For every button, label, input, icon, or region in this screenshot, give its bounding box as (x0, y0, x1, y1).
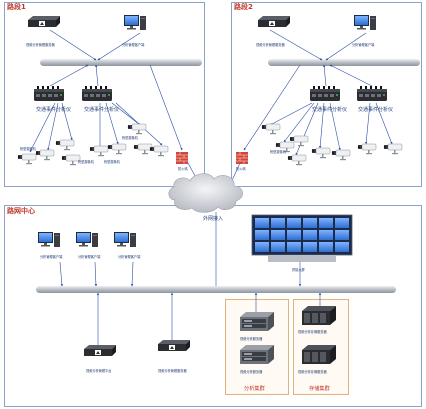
s1-firewall-icon (175, 151, 189, 165)
s1-pc-label: 分析管理客户端 (122, 43, 145, 47)
s1-camera-icon (55, 139, 75, 151)
analysis-server-label: 视频分析服务器 (240, 370, 263, 374)
region-section2 (231, 2, 422, 187)
s1-camera-icon (107, 143, 127, 155)
s2-analyzer-right-label: 交通事件分析仪 (358, 107, 394, 113)
s1-camera-label: 枪型摄像机 (104, 160, 120, 164)
center-pc-label: 分析管理客户端 (40, 255, 63, 259)
s2-firewall-label: 防火墙 (236, 167, 246, 171)
center-bus (36, 286, 396, 293)
s1-server-label: 视频分析管理服务器 (26, 43, 55, 47)
region-section1 (4, 2, 205, 187)
s1-camera-icon (35, 149, 55, 161)
s2-camera-icon (357, 143, 377, 155)
center-pc-label: 分析管理客户端 (78, 255, 101, 259)
s1-firewall-label: 防火墙 (178, 167, 188, 171)
storage-server-icon (302, 306, 336, 325)
s2-camera-icon (331, 149, 351, 161)
s2-analyzer-left-icon (310, 86, 340, 101)
s2-camera-label: 枪型摄像机 (270, 150, 286, 154)
s1-analyzer-left-label: 交通事件分析仪 (36, 107, 72, 113)
storage-server-icon (302, 345, 336, 364)
center-server-label: 视频分析管理平台 (86, 369, 112, 373)
center-links (59, 261, 322, 345)
s2-pc-icon (354, 15, 376, 30)
s2-analyzer-left-label: 交通事件分析仪 (312, 107, 348, 113)
analysis-server-icon (240, 312, 274, 331)
storage-server-label: 视频分析存储服务器 (298, 330, 327, 334)
storage-server-label: 视频分析存储服务器 (298, 370, 327, 374)
s1-camera-icon (17, 153, 37, 165)
s2-server-icon (258, 16, 290, 27)
s1-camera-icon (89, 145, 109, 157)
section2-title: 路段2 (234, 3, 253, 11)
internet-label: 外网接入 (203, 216, 224, 222)
s2-camera-icon (383, 143, 403, 155)
s1-camera-label: 枪型摄像机 (78, 160, 94, 164)
s1-analyzer-left-icon (34, 86, 64, 101)
s2-server-label: 视频分析管理服务器 (256, 43, 285, 47)
s2-camera-icon (311, 147, 331, 159)
s2-camera-icon (261, 123, 281, 135)
s2-camera-icon (287, 154, 307, 166)
center-pc-icon (114, 232, 136, 247)
video-wall-icon (251, 214, 353, 262)
videowall-label: 拼接大屏 (292, 268, 305, 272)
center-pc-icon (76, 232, 98, 247)
s1-camera-icon (127, 123, 147, 135)
center-server-icon (84, 345, 116, 356)
s2-analyzer-right-icon (357, 86, 387, 101)
s1-camera-label: 枪型摄像机 (20, 147, 36, 151)
analysis-server-label: 视频分析服务器 (240, 337, 263, 341)
center-pc-icon (38, 232, 60, 247)
s1-camera-icon (149, 145, 169, 157)
s1-camera-label: 枪型摄像机 (122, 136, 138, 140)
analysis-server-icon (240, 345, 274, 364)
s2-bus (268, 59, 420, 66)
cluster-storage-label: 存储集群 (309, 386, 330, 392)
s2-firewall-icon (235, 151, 249, 165)
section1-title: 路段1 (7, 3, 26, 11)
s1-analyzer-right-icon (82, 86, 112, 101)
center-title: 路网中心 (7, 207, 35, 215)
s1-bus (40, 59, 202, 66)
s1-pc-icon (124, 15, 146, 30)
s2-pc-label: 分析管理客户端 (352, 43, 375, 47)
s1-camera-icon (133, 143, 153, 155)
s2-links (229, 29, 393, 186)
center-server-icon (158, 340, 190, 351)
internet-cloud-icon (168, 173, 243, 213)
cluster-storage-box (293, 299, 349, 395)
s1-analyzer-right-label: 交通事件分析仪 (84, 107, 120, 113)
s1-server-icon (28, 16, 60, 27)
cluster-analysis-label: 分析集群 (244, 386, 265, 392)
center-pc-label: 分析管理客户端 (118, 255, 141, 259)
center-server-label: 视频分析管理服务器 (158, 369, 187, 373)
